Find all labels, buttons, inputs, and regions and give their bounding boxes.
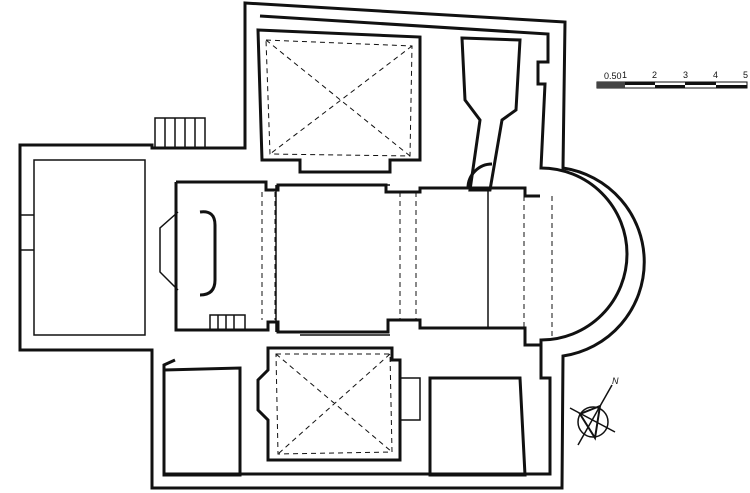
north-label: N [612,376,619,386]
scale-label: 5 [743,70,748,80]
north-arrow-icon: N [569,376,619,446]
scale-label: 3 [683,70,688,80]
outer-walls [18,1,646,490]
scale-label: 1 [622,70,627,80]
scale-label: 2 [652,70,657,80]
scale-bar: 0.50 1 2 3 4 5 [596,70,748,89]
scale-label: 0.50 [604,71,622,81]
nave [159,180,553,347]
scale-label: 4 [713,70,718,80]
south-rooms [162,334,527,477]
stairs [154,117,493,331]
